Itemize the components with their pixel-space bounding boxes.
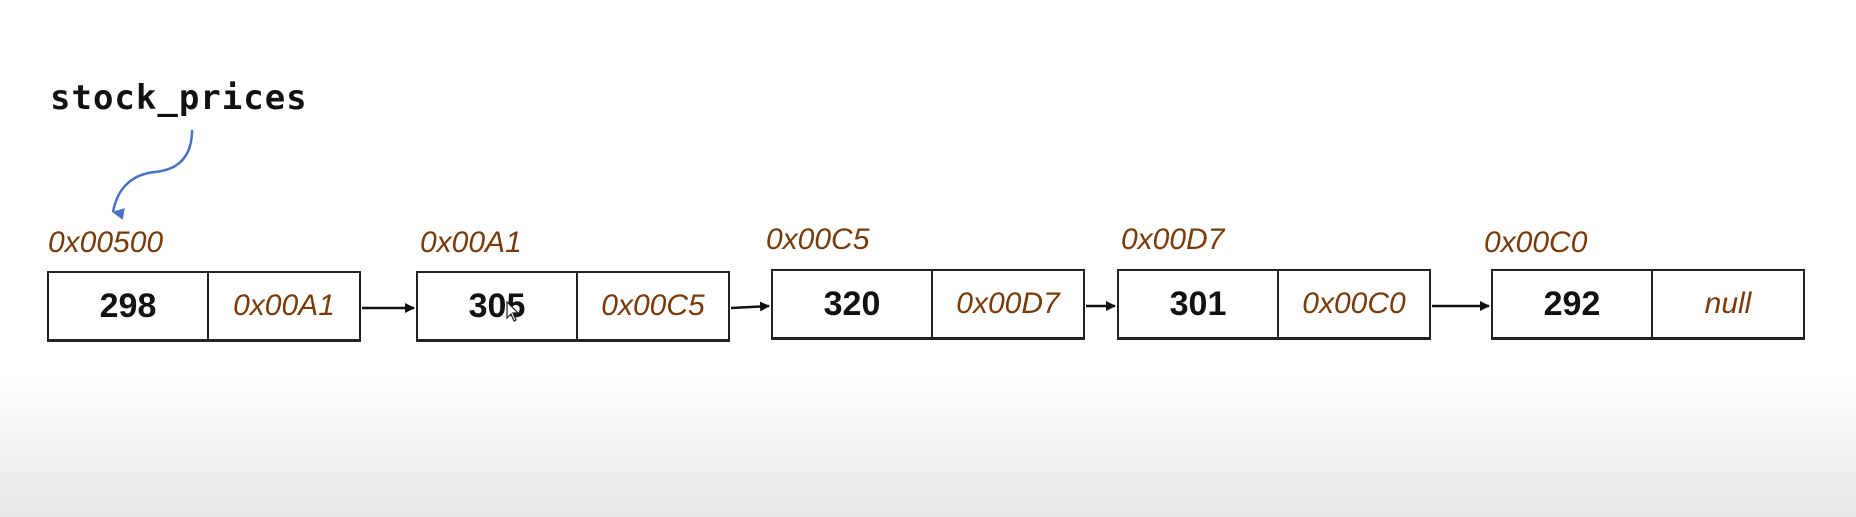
list-node: 305 0x00C5 [416, 271, 730, 342]
head-variable-label: stock_prices [50, 78, 308, 118]
node-value: 305 [418, 273, 578, 339]
node-address-label: 0x00C5 [766, 223, 870, 256]
list-node: 298 0x00A1 [47, 271, 361, 342]
link-arrow [730, 301, 770, 312]
node-address-label: 0x00C0 [1484, 226, 1588, 259]
node-address-label: 0x00500 [48, 226, 164, 259]
node-value: 320 [773, 271, 933, 337]
head-pointer-arrow [111, 129, 194, 220]
node-next-pointer: 0x00D7 [956, 287, 1060, 320]
node-address-label: 0x00D7 [1121, 223, 1225, 256]
node-address-label: 0x00A1 [420, 226, 522, 259]
node-next-pointer: 0x00A1 [233, 289, 335, 322]
node-next-pointer: 0x00C0 [1302, 287, 1406, 320]
node-value: 301 [1119, 271, 1279, 337]
list-node: 292 null [1491, 269, 1805, 340]
node-value: 292 [1493, 271, 1653, 337]
list-node: 320 0x00D7 [771, 269, 1085, 340]
node-next-pointer: 0x00C5 [601, 289, 705, 322]
node-value: 298 [49, 273, 209, 339]
list-node: 301 0x00C0 [1117, 269, 1431, 340]
mouse-cursor-icon [506, 300, 520, 322]
node-next-pointer: null [1704, 287, 1752, 320]
